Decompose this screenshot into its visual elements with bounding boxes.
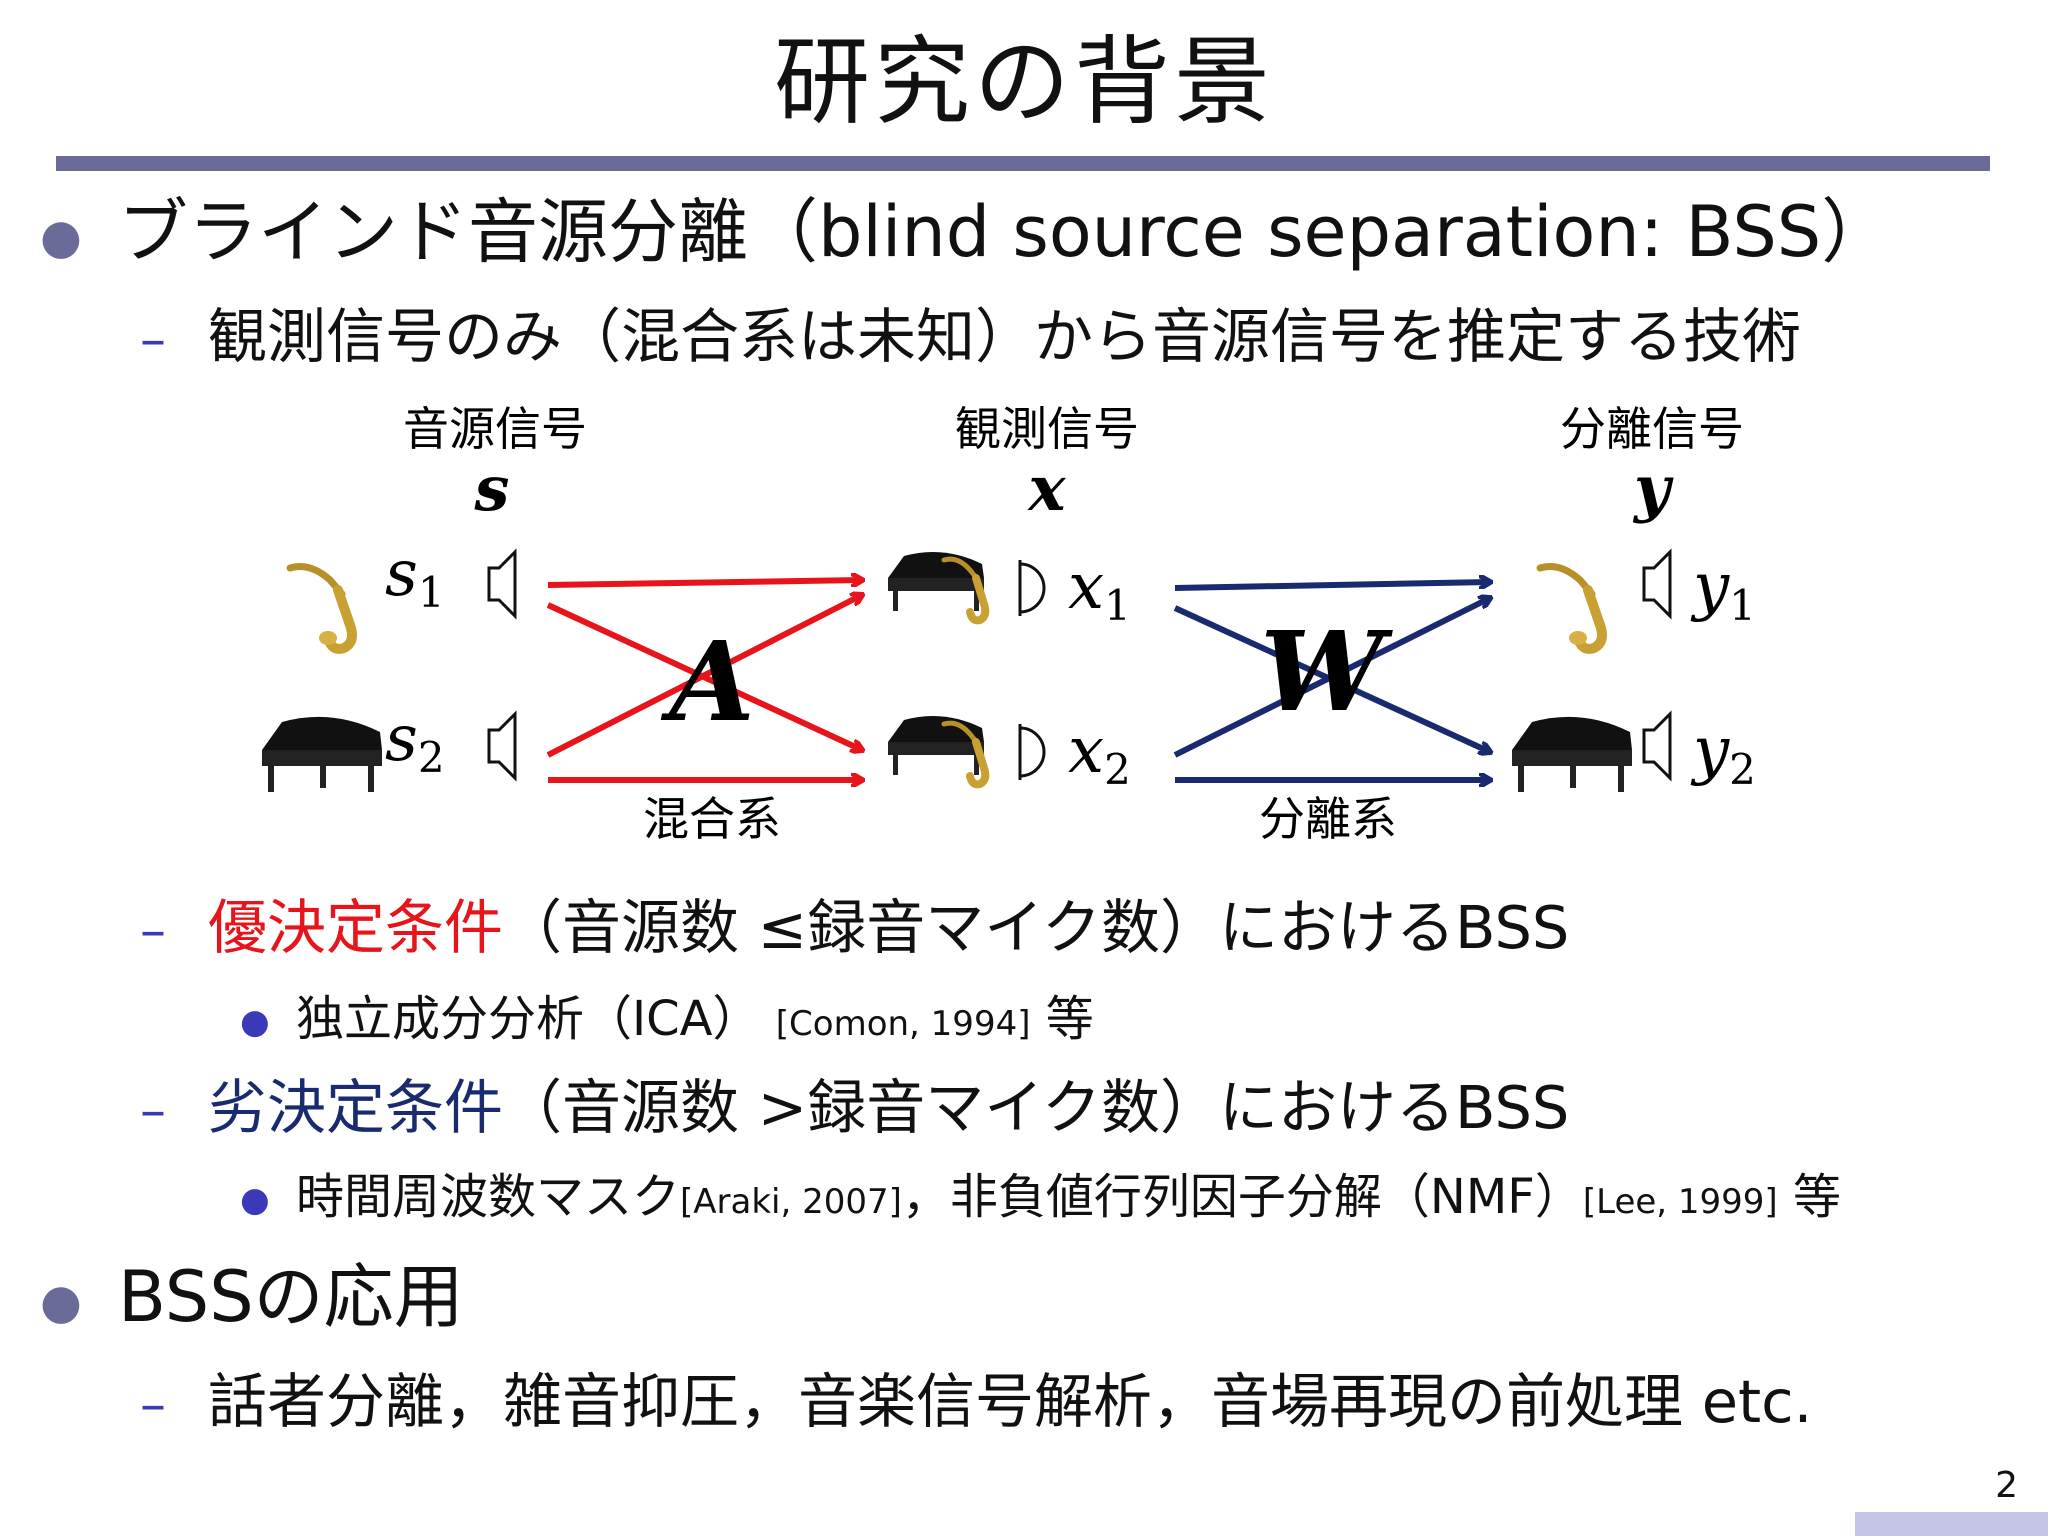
sub-bullet-applications: –話者分離，雑音抑圧，音楽信号解析，音場再現の前処理 etc. [140,1372,1812,1431]
source-vector-symbol: s [474,452,510,525]
mixing-matrix-symbol: A [660,617,754,746]
ica-text: 独立成分分析（ICA） [296,991,761,1047]
saxophone-icon [286,563,357,654]
bullet-bss-text: ブラインド音源分離（blind source separation: BSS） [118,191,1892,273]
page-number: 2 [1995,1465,2018,1506]
bss-definition-text: 観測信号のみ（混合系は未知）から音源信号を推定する技術 [208,302,1802,371]
bullet-dot-icon: ● [40,208,82,265]
separated-signal-label: 分離信号 [1560,402,1744,456]
source-label-1: s1 [385,537,445,617]
grand-piano-icon [1512,716,1632,792]
dash-icon: – [140,1375,166,1435]
separation-arrows [1173,582,1490,780]
bullet-bss: ●ブラインド音源分離（blind source separation: BSS） [40,197,1891,267]
sub-sub-bullet-ica: ●独立成分分析（ICA） [Comon, 1994] 等 [240,995,1094,1043]
bullet-dot-icon: ● [240,1002,270,1042]
separation-system-label: 分離系 [1259,792,1397,846]
nmf-text: ，非負値行列因子分解（NMF） [901,1169,1583,1225]
nmf-suffix: 等 [1792,1169,1841,1225]
dash-icon: – [140,901,166,961]
underdetermined-text: （音源数 >録音マイク数）におけるBSS [503,1073,1570,1142]
bullet-applications: ●BSSの応用 [40,1262,464,1332]
saxophone-icon [941,556,990,625]
sub-bullet-bss-definition: –観測信号のみ（混合系は未知）から音源信号を推定する技術 [140,307,1801,366]
mask-reference: [Araki, 2007] [680,1182,902,1222]
separation-matrix-symbol: W [1260,607,1393,736]
applications-list: 話者分離，雑音抑圧，音楽信号解析，音場再現の前処理 etc. [208,1367,1813,1436]
separated-vector-symbol: y [1632,452,1674,525]
observed-signal-label: 観測信号 [955,402,1139,456]
source-signal-label: 音源信号 [403,402,587,456]
separated-label-1: y1 [1690,550,1756,630]
overdetermined-text: （音源数 ≤録音マイク数）におけるBSS [503,893,1570,962]
dash-icon: – [140,310,166,370]
grand-piano-icon [888,551,984,611]
applications-text: BSSの応用 [118,1256,464,1338]
ica-reference: [Comon, 1994] [775,1004,1031,1044]
bullet-dot-icon: ● [240,1180,270,1220]
grand-piano-icon [888,715,984,775]
overdetermined-highlight: 優決定条件 [208,893,504,962]
mixing-arrows [546,580,862,780]
microphone-icon [1018,560,1046,616]
mixing-system-label: 混合系 [643,792,781,846]
saxophone-icon [941,720,990,789]
speaker-icon [487,710,517,782]
observed-vector-symbol: x [1027,452,1067,525]
source-label-2: s2 [385,702,445,782]
microphone-icon [1018,724,1046,780]
dash-icon: – [140,1081,166,1141]
nmf-reference: [Lee, 1999] [1582,1182,1778,1222]
bss-diagram: 音源信号 s 観測信号 x 分離信号 y s1 s2 A 混合系 [262,402,1756,846]
speaker-icon [1642,710,1672,782]
footer-accent-bar [1855,1512,2048,1536]
speaker-icon [487,548,517,620]
title-divider [56,156,1990,171]
underdetermined-highlight: 劣決定条件 [208,1073,504,1142]
grand-piano-icon [262,716,382,792]
sub-sub-bullet-mask-nmf: ●時間周波数マスク[Araki, 2007]，非負値行列因子分解（NMF）[Le… [240,1173,1841,1221]
sub-bullet-overdetermined: –優決定条件（音源数 ≤録音マイク数）におけるBSS [140,898,1569,957]
slide-title: 研究の背景 [774,26,1274,138]
sub-bullet-underdetermined: –劣決定条件（音源数 >録音マイク数）におけるBSS [140,1078,1569,1137]
mask-text: 時間周波数マスク [296,1169,681,1225]
ica-suffix: 等 [1045,991,1094,1047]
speaker-icon [1642,548,1672,620]
saxophone-icon [1536,563,1607,654]
bullet-dot-icon: ● [40,1273,82,1330]
observed-label-2: x2 [1068,714,1131,794]
observed-label-1: x1 [1068,550,1131,630]
separated-label-2: y2 [1690,714,1756,794]
